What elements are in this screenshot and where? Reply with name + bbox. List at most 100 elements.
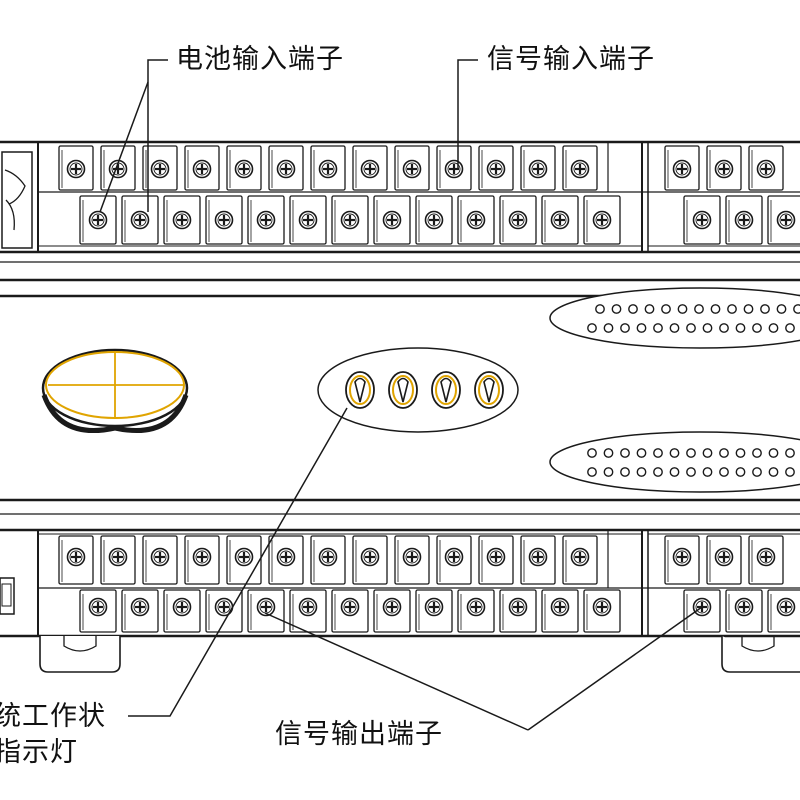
power-button-icon[interactable] (41, 348, 189, 434)
bottom-row2-terminal[interactable] (767, 589, 800, 633)
phillips-screw-icon[interactable] (276, 547, 296, 567)
top-row2-terminal[interactable] (163, 195, 201, 245)
top-row2-terminal[interactable] (767, 195, 800, 245)
bottom-row2-terminal[interactable] (415, 589, 453, 633)
phillips-screw-icon[interactable] (424, 597, 444, 617)
bottom-row2-terminal[interactable] (725, 589, 763, 633)
top-row1-terminal[interactable] (310, 145, 346, 191)
top-row1-terminal[interactable] (268, 145, 304, 191)
phillips-screw-icon[interactable] (88, 597, 108, 617)
phillips-screw-icon[interactable] (130, 210, 150, 230)
top-row2-terminal[interactable] (457, 195, 495, 245)
top-row2-terminal[interactable] (725, 195, 763, 245)
phillips-screw-icon[interactable] (592, 597, 612, 617)
bottom-row2-terminal[interactable] (331, 589, 369, 633)
top-row1-terminal[interactable] (142, 145, 178, 191)
phillips-screw-icon[interactable] (528, 547, 548, 567)
phillips-screw-icon[interactable] (776, 210, 796, 230)
phillips-screw-icon[interactable] (360, 547, 380, 567)
bottom-row2-terminal[interactable] (163, 589, 201, 633)
phillips-screw-icon[interactable] (172, 210, 192, 230)
bottom-row2-terminal[interactable] (457, 589, 495, 633)
bottom-row1-terminal[interactable] (310, 535, 346, 585)
bottom-row1-terminal[interactable] (58, 535, 94, 585)
phillips-screw-icon[interactable] (66, 547, 86, 567)
top-row1-terminal[interactable] (748, 145, 784, 191)
bottom-row1-terminal[interactable] (184, 535, 220, 585)
bottom-row1-terminal[interactable] (142, 535, 178, 585)
phillips-screw-icon[interactable] (192, 159, 212, 179)
phillips-screw-icon[interactable] (318, 159, 338, 179)
phillips-screw-icon[interactable] (486, 547, 506, 567)
phillips-screw-icon[interactable] (172, 597, 192, 617)
top-row1-terminal[interactable] (352, 145, 388, 191)
phillips-screw-icon[interactable] (776, 597, 796, 617)
phillips-screw-icon[interactable] (570, 547, 590, 567)
bottom-row1-terminal[interactable] (520, 535, 556, 585)
phillips-screw-icon[interactable] (692, 210, 712, 230)
bottom-row1-terminal[interactable] (352, 535, 388, 585)
phillips-screw-icon[interactable] (734, 210, 754, 230)
phillips-screw-icon[interactable] (234, 547, 254, 567)
top-row2-terminal[interactable] (415, 195, 453, 245)
bottom-row2-terminal[interactable] (583, 589, 621, 633)
phillips-screw-icon[interactable] (256, 210, 276, 230)
phillips-screw-icon[interactable] (528, 159, 548, 179)
phillips-screw-icon[interactable] (234, 159, 254, 179)
top-row2-terminal[interactable] (331, 195, 369, 245)
bottom-row1-terminal[interactable] (748, 535, 784, 585)
bottom-row2-terminal[interactable] (541, 589, 579, 633)
bottom-row2-terminal[interactable] (373, 589, 411, 633)
bottom-row1-terminal[interactable] (706, 535, 742, 585)
phillips-screw-icon[interactable] (66, 159, 86, 179)
top-row2-terminal[interactable] (289, 195, 327, 245)
top-row2-terminal[interactable] (121, 195, 159, 245)
phillips-screw-icon[interactable] (192, 547, 212, 567)
phillips-screw-icon[interactable] (672, 159, 692, 179)
phillips-screw-icon[interactable] (466, 597, 486, 617)
top-row1-terminal[interactable] (184, 145, 220, 191)
phillips-screw-icon[interactable] (108, 547, 128, 567)
phillips-screw-icon[interactable] (382, 210, 402, 230)
bottom-row2-terminal[interactable] (121, 589, 159, 633)
top-row1-terminal[interactable] (226, 145, 262, 191)
phillips-screw-icon[interactable] (402, 159, 422, 179)
top-row2-terminal[interactable] (583, 195, 621, 245)
bottom-row2-terminal[interactable] (683, 589, 721, 633)
phillips-screw-icon[interactable] (150, 547, 170, 567)
phillips-screw-icon[interactable] (88, 210, 108, 230)
phillips-screw-icon[interactable] (550, 597, 570, 617)
phillips-screw-icon[interactable] (382, 597, 402, 617)
top-row2-terminal[interactable] (247, 195, 285, 245)
phillips-screw-icon[interactable] (444, 547, 464, 567)
top-row1-terminal[interactable] (58, 145, 94, 191)
phillips-screw-icon[interactable] (444, 159, 464, 179)
phillips-screw-icon[interactable] (570, 159, 590, 179)
bottom-row1-terminal[interactable] (394, 535, 430, 585)
phillips-screw-icon[interactable] (214, 210, 234, 230)
top-row1-terminal[interactable] (664, 145, 700, 191)
phillips-screw-icon[interactable] (756, 159, 776, 179)
phillips-screw-icon[interactable] (508, 597, 528, 617)
phillips-screw-icon[interactable] (550, 210, 570, 230)
bottom-row2-terminal[interactable] (289, 589, 327, 633)
phillips-screw-icon[interactable] (298, 210, 318, 230)
top-row1-terminal[interactable] (100, 145, 136, 191)
top-row1-terminal[interactable] (436, 145, 472, 191)
phillips-screw-icon[interactable] (298, 597, 318, 617)
bottom-row2-terminal[interactable] (499, 589, 537, 633)
phillips-screw-icon[interactable] (402, 547, 422, 567)
bottom-row1-terminal[interactable] (664, 535, 700, 585)
bottom-row2-terminal[interactable] (247, 589, 285, 633)
phillips-screw-icon[interactable] (150, 159, 170, 179)
top-row2-terminal[interactable] (373, 195, 411, 245)
phillips-screw-icon[interactable] (340, 210, 360, 230)
phillips-screw-icon[interactable] (486, 159, 506, 179)
top-row1-terminal[interactable] (562, 145, 598, 191)
top-row1-terminal[interactable] (706, 145, 742, 191)
bottom-row1-terminal[interactable] (100, 535, 136, 585)
phillips-screw-icon[interactable] (276, 159, 296, 179)
top-row2-terminal[interactable] (79, 195, 117, 245)
top-row1-terminal[interactable] (520, 145, 556, 191)
phillips-screw-icon[interactable] (340, 597, 360, 617)
